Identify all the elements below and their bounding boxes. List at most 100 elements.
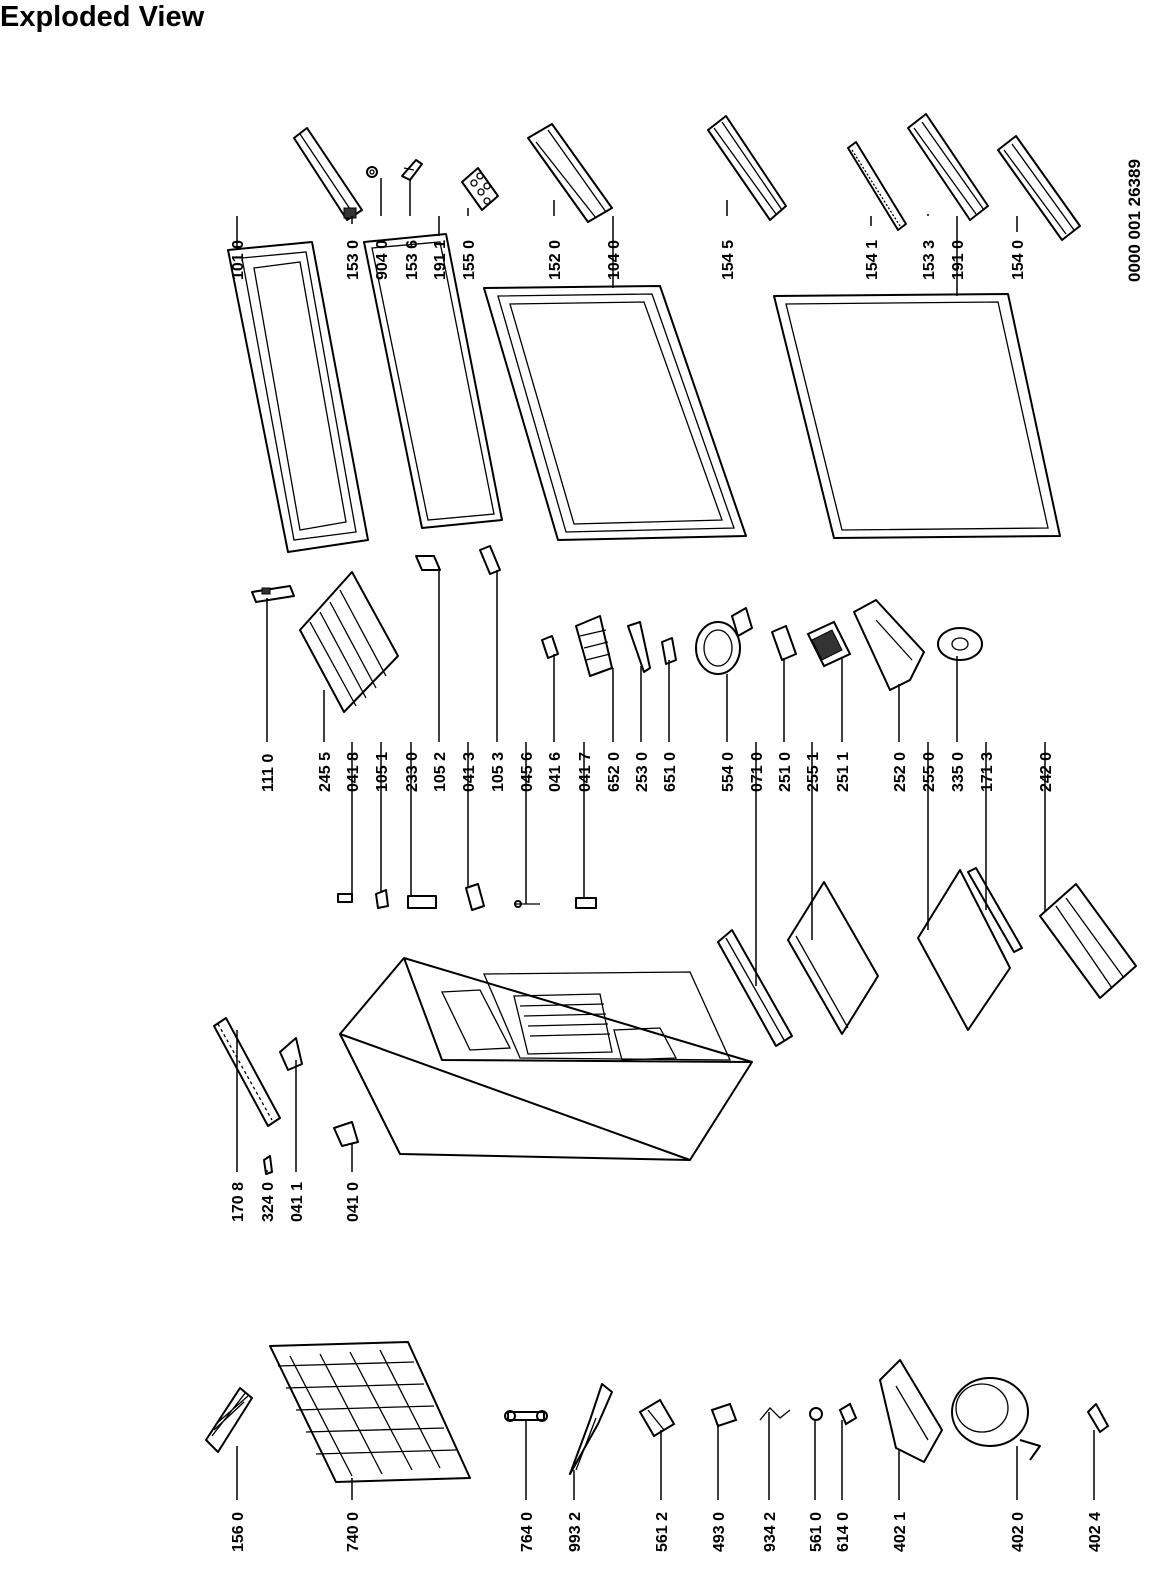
part-041-1 bbox=[279, 1037, 303, 1071]
freezer-door-101-0 bbox=[227, 241, 369, 553]
part-651-0 bbox=[661, 637, 677, 665]
relay-561-2 bbox=[638, 1398, 676, 1438]
rack-156-0 bbox=[205, 1387, 253, 1453]
part-label: 154 1 bbox=[864, 240, 881, 280]
part-label: 335 0 bbox=[950, 752, 967, 792]
part-label: 245 5 bbox=[317, 752, 334, 792]
cable-993-2 bbox=[569, 1383, 613, 1475]
bracket-402-1 bbox=[879, 1359, 943, 1463]
part-label: 251 1 bbox=[835, 752, 852, 792]
panel-255-0 bbox=[917, 869, 1011, 1031]
part-label: 493 0 bbox=[711, 1512, 728, 1552]
compressor-402-0 bbox=[951, 1377, 1041, 1461]
part-253-0 bbox=[627, 621, 651, 673]
strip-171-3 bbox=[967, 867, 1023, 953]
main-door-104-0 bbox=[483, 285, 747, 541]
hardware-row bbox=[337, 883, 597, 911]
knob-335-0 bbox=[937, 627, 983, 661]
part-label: 402 0 bbox=[1010, 1512, 1027, 1552]
part-label: 251 0 bbox=[777, 752, 794, 792]
part-label: 253 0 bbox=[634, 752, 651, 792]
glass-shelf-255-1 bbox=[787, 881, 879, 1035]
part-614-0 bbox=[838, 1402, 858, 1426]
part-label: 105 3 bbox=[490, 752, 507, 792]
condenser-740-0 bbox=[269, 1341, 471, 1483]
part-label: 255 0 bbox=[921, 752, 938, 792]
clip-153-6 bbox=[401, 159, 423, 181]
part-label: 041 6 bbox=[547, 752, 564, 792]
part-label: 154 5 bbox=[720, 240, 737, 280]
part-label: 105 2 bbox=[432, 752, 449, 792]
part-label: 171 3 bbox=[979, 752, 996, 792]
part-label: 041 7 bbox=[577, 752, 594, 792]
door-tray-153-0 bbox=[293, 127, 363, 221]
part-label: 614 0 bbox=[835, 1512, 852, 1552]
shelf-153-3 bbox=[907, 113, 989, 221]
leader-lines bbox=[236, 178, 1095, 1500]
part-label: 233 0 bbox=[404, 752, 421, 792]
part-label: 191 0 bbox=[950, 240, 967, 280]
part-label: 153 3 bbox=[921, 240, 938, 280]
door-shelf-152-0 bbox=[527, 123, 613, 223]
part-label: 255 1 bbox=[805, 752, 822, 792]
part-label: 554 0 bbox=[720, 752, 737, 792]
part-label: 045 6 bbox=[519, 752, 536, 792]
part-493-0 bbox=[710, 1402, 738, 1428]
cabinet bbox=[339, 957, 753, 1161]
shelf-154-5 bbox=[707, 115, 787, 221]
grid-shelf-245-5 bbox=[299, 571, 399, 713]
part-label: 154 0 bbox=[1010, 240, 1027, 280]
part-label: 191 1 bbox=[432, 240, 449, 280]
part-label: 934 2 bbox=[762, 1512, 779, 1552]
page-title: Exploded View bbox=[0, 1, 205, 33]
box-255-1 bbox=[806, 620, 852, 668]
egg-tray-155-0 bbox=[461, 167, 499, 211]
part-105-3 bbox=[479, 545, 501, 575]
part-041-0 bbox=[333, 1121, 359, 1147]
part-561-0 bbox=[809, 1407, 823, 1421]
part-label: 252 0 bbox=[892, 752, 909, 792]
part-label: 993 2 bbox=[567, 1512, 584, 1552]
part-label: 111 0 bbox=[260, 754, 277, 792]
part-934-2 bbox=[759, 1407, 791, 1421]
part-324-0 bbox=[263, 1155, 273, 1175]
part-111-0 bbox=[251, 585, 295, 603]
gasket-191-1 bbox=[363, 233, 503, 529]
lamp-strip-071-0 bbox=[717, 929, 793, 1047]
part-drawings bbox=[205, 113, 1137, 1483]
disc-904-0 bbox=[366, 166, 378, 178]
part-label: 041 0 bbox=[345, 1182, 362, 1222]
part-label: 101 0 bbox=[230, 240, 247, 280]
part-label: 152 0 bbox=[547, 240, 564, 280]
part-105-2 bbox=[415, 555, 441, 571]
part-label: 153 6 bbox=[404, 240, 421, 280]
part-label: 402 1 bbox=[892, 1512, 909, 1552]
part-label: 156 0 bbox=[230, 1512, 247, 1552]
part-label: 155 0 bbox=[461, 240, 478, 280]
part-label: 104 0 bbox=[606, 240, 623, 280]
gasket-191-0 bbox=[773, 293, 1061, 539]
part-label: 105 1 bbox=[374, 752, 391, 792]
part-label: 041 8 bbox=[345, 752, 362, 792]
part-label: 170 8 bbox=[230, 1182, 247, 1222]
part-label: 652 0 bbox=[606, 752, 623, 792]
part-251-0 bbox=[771, 625, 797, 661]
part-label: 153 0 bbox=[345, 240, 362, 280]
lamp-housing-554-0 bbox=[695, 607, 753, 675]
part-041-6 bbox=[541, 635, 559, 659]
part-label: 041 3 bbox=[461, 752, 478, 792]
part-label: 764 0 bbox=[519, 1512, 536, 1552]
part-402-4 bbox=[1087, 1403, 1109, 1433]
part-label: 242 0 bbox=[1038, 752, 1055, 792]
shelf-154-0 bbox=[997, 135, 1081, 241]
part-label: 651 0 bbox=[662, 752, 679, 792]
part-label: 740 0 bbox=[345, 1512, 362, 1552]
part-label: 041 1 bbox=[289, 1182, 306, 1222]
drier-764-0 bbox=[504, 1410, 548, 1422]
part-label: 402 4 bbox=[1087, 1512, 1104, 1552]
bar-170-8 bbox=[213, 1017, 281, 1127]
part-label: 324 0 bbox=[260, 1182, 277, 1222]
part-label: 561 2 bbox=[654, 1512, 671, 1552]
